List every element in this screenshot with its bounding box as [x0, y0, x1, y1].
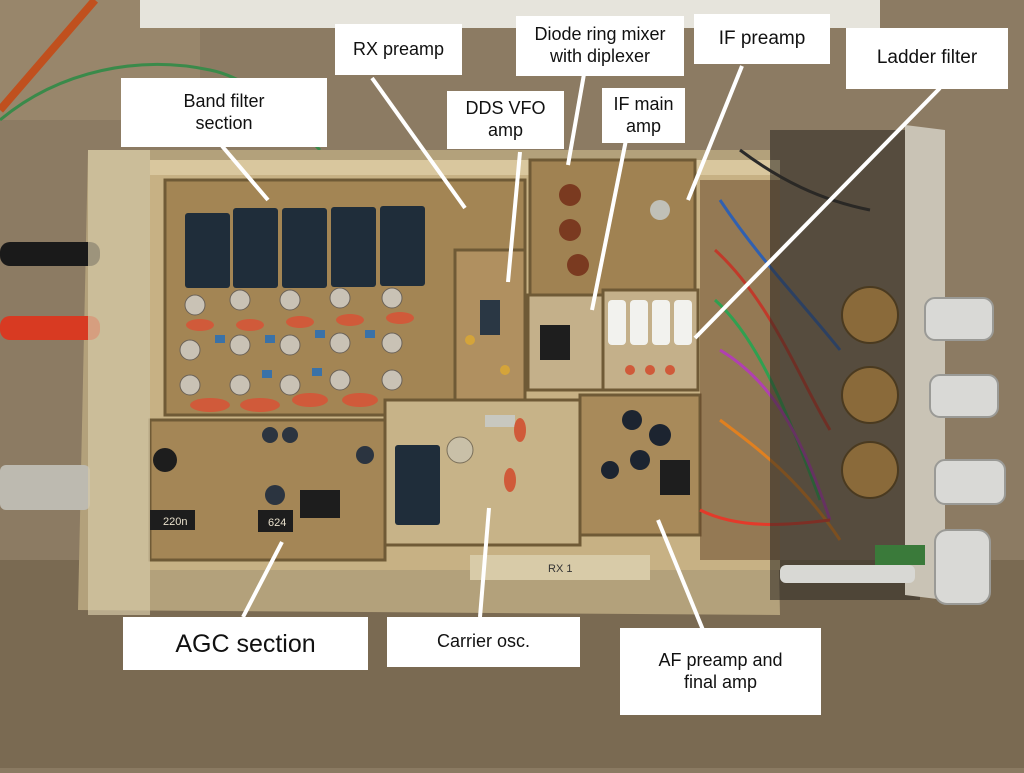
label-diode-ring-mixer: Diode ring mixer with diplexer — [516, 16, 684, 76]
pencil — [0, 0, 99, 113]
marking-220n: 220n — [163, 516, 187, 528]
label-if-main-amp: IF main amp — [602, 88, 685, 143]
pots — [841, 286, 899, 499]
label-rx-preamp: RX preamp — [335, 24, 462, 75]
crystals — [608, 300, 692, 345]
pointer-lines — [220, 65, 942, 631]
bnc-connector — [0, 465, 90, 510]
label-dds-vfo-amp: DDS VFO amp — [447, 91, 564, 149]
pin-header-area — [700, 180, 780, 560]
knobs — [924, 297, 1006, 605]
mixer-board — [528, 158, 697, 297]
filter-components — [179, 287, 414, 412]
relays — [185, 206, 425, 288]
marking-624: 624 — [268, 517, 286, 529]
label-agc-section: AGC section — [123, 617, 368, 670]
toroids — [559, 184, 589, 276]
label-if-preamp: IF preamp — [694, 14, 830, 64]
label-carrier-osc: Carrier osc. — [387, 617, 580, 667]
banana-plugs — [0, 242, 100, 340]
label-ladder-filter: Ladder filter — [846, 28, 1008, 89]
label-band-filter: Band filter section — [121, 78, 327, 147]
label-af-preamp-final-amp: AF preamp and final amp — [620, 628, 821, 715]
front-panel — [905, 125, 945, 600]
rx1-connector — [470, 555, 650, 580]
marking-rx1: RX 1 — [548, 563, 572, 575]
